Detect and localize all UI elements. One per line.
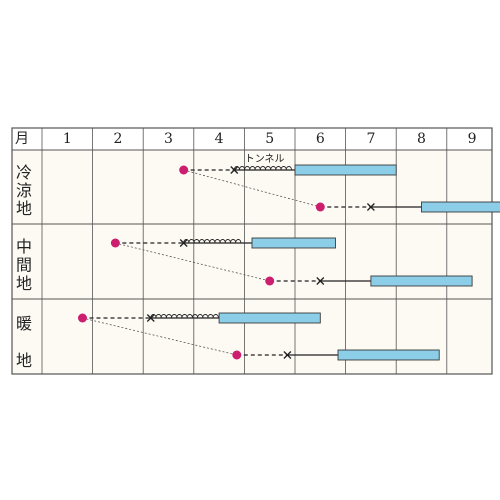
month-label: 2 [113, 131, 122, 147]
month-label: 3 [164, 131, 173, 147]
harvest-bar [218, 312, 321, 324]
harvest-bar [251, 237, 336, 249]
region-label-char: 中 [16, 237, 32, 256]
tunnel-period [150, 314, 219, 318]
month-label: 6 [316, 131, 325, 147]
region-label-char: 間 [16, 256, 32, 275]
month-label: 9 [468, 131, 477, 147]
table-border [11, 127, 493, 375]
month-column-label: 月 [15, 131, 29, 147]
month-label: 7 [366, 131, 375, 147]
harvest-bar [294, 164, 397, 176]
month-label: 1 [63, 131, 72, 147]
month-label: 8 [417, 131, 426, 147]
transplant-mark [316, 277, 325, 285]
table-body-bg [12, 150, 492, 374]
grid [11, 127, 493, 375]
sowing-dot [315, 202, 325, 212]
sowing-shift-connector [183, 169, 321, 208]
month-header: 月 1 2 3 4 5 6 7 8 9 [15, 131, 477, 147]
sowing-shift-connector [82, 317, 237, 356]
harvest-bar [370, 275, 473, 287]
sowing-dot [77, 313, 87, 323]
harvest-bar [337, 349, 440, 361]
region-label-char: 涼 [16, 181, 32, 200]
month-label: 4 [215, 131, 224, 147]
table-header-bg [12, 128, 492, 150]
month-label: 5 [265, 131, 274, 147]
region-label-char: 冷 [16, 163, 32, 182]
tunnel-period [233, 166, 292, 170]
tunnel-label: トンネル [245, 153, 285, 165]
region-label-char: 暖 [16, 314, 32, 333]
tunnel-period [183, 239, 242, 243]
sowing-shift-connector [115, 242, 270, 282]
schedule-lines: トンネル [77, 153, 500, 361]
region-label-char: 地 [16, 274, 32, 293]
sowing-dot [232, 350, 242, 360]
sowing-dot [179, 165, 189, 175]
transplant-mark [366, 203, 375, 211]
transplant-mark [230, 166, 239, 174]
transplant-mark [283, 351, 292, 359]
transplant-mark [179, 239, 188, 247]
region-label-char: 地 [16, 351, 32, 370]
harvest-bar [421, 201, 500, 213]
sowing-dot [265, 276, 275, 286]
transplant-mark [146, 314, 155, 322]
region-label-char: 地 [16, 199, 32, 218]
sowing-dot [110, 238, 120, 248]
